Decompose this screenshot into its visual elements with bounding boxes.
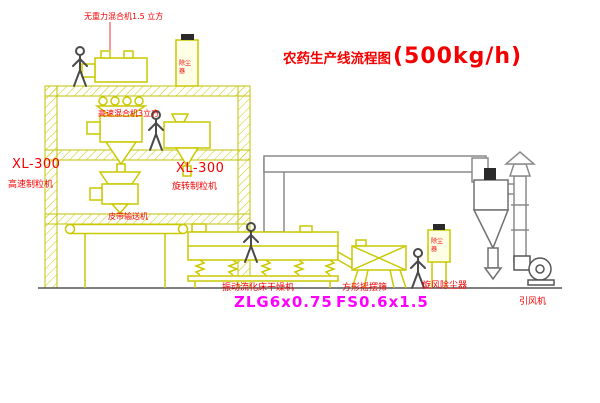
diagram-title: 农药生产线流程图 (500kg/h) xyxy=(283,44,522,69)
building-structure xyxy=(44,85,251,289)
label-mid-granulator-name: 旋转制粒机 xyxy=(172,182,218,192)
label-left-granulator-name: 高速制粒机 xyxy=(8,180,54,190)
label-top-mixer: 无重力混合机1.5 立方 xyxy=(84,12,164,21)
rotary-granulator xyxy=(163,113,211,177)
diagram-title-text: 农药生产线流程图 xyxy=(283,51,391,67)
fluid-bed-dryer xyxy=(187,223,353,288)
belt-conveyor xyxy=(64,223,189,288)
label-left-granulator-model: XL-300 xyxy=(12,157,61,172)
label-fan: 引风机 xyxy=(519,297,547,307)
label-second-mixer: 高速混合机3立方 xyxy=(98,109,160,118)
exhaust-stack xyxy=(503,151,537,263)
cyclone-separator xyxy=(472,168,510,281)
pulse-filter-box xyxy=(427,224,451,288)
label-cyclone: 旋风除尘器 xyxy=(422,281,468,291)
high-speed-granulator xyxy=(89,171,142,215)
label-right-filter: 除尘器 xyxy=(431,238,444,253)
bag-filter-top xyxy=(175,34,199,87)
label-top-filter: 除尘器 xyxy=(179,60,192,75)
label-mid-granulator-model: XL-300 xyxy=(176,161,225,176)
induced-draft-fan xyxy=(513,255,555,286)
label-dryer-name: 振动流化床干燥机 xyxy=(222,283,295,293)
exhaust-duct xyxy=(263,155,519,233)
square-sieve xyxy=(351,239,407,289)
label-sieve-model: FS0.6x1.5 xyxy=(336,293,429,311)
label-dryer-model: ZLG6x0.75 xyxy=(234,293,333,311)
high-speed-mixer xyxy=(86,115,143,177)
label-belt-conveyor: 皮带输送机 xyxy=(108,212,148,221)
diagram-title-capacity: (500kg/h) xyxy=(393,44,523,69)
label-sieve-name: 方形摇摆筛 xyxy=(342,283,388,293)
